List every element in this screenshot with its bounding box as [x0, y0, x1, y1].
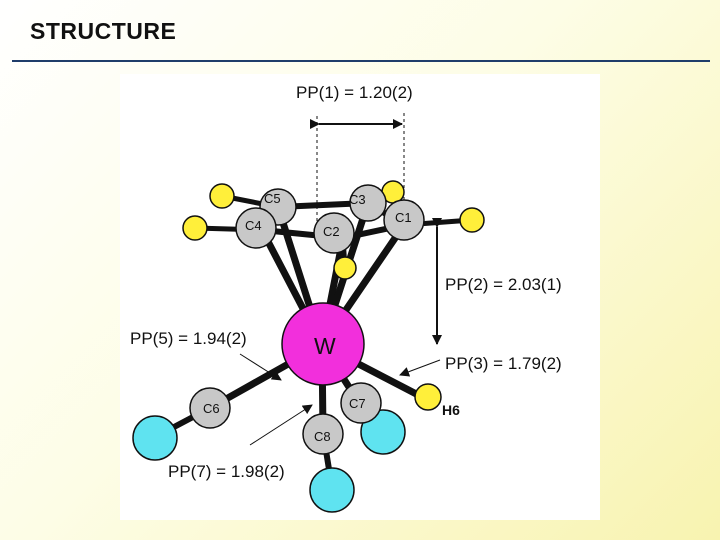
- atom-n-c7: [360, 409, 406, 455]
- annotation-pp5: PP(5) = 1.94(2): [130, 329, 247, 348]
- carbon-atoms: [189, 184, 425, 455]
- label-c2: C2: [323, 224, 340, 239]
- diagram-panel: [120, 74, 600, 520]
- atom-n-c6: [132, 415, 178, 461]
- label-c4: C4: [245, 218, 262, 233]
- title-divider: [12, 60, 710, 62]
- atom-c2: [313, 212, 355, 254]
- atom-c4: [235, 207, 277, 249]
- atom-c7: [340, 382, 382, 424]
- atom-c3: [349, 184, 387, 222]
- annotation-pp1: PP(1) = 1.20(2): [296, 83, 413, 102]
- atom-h-c4: [182, 215, 208, 241]
- label-c5: C5: [264, 191, 281, 206]
- annotation-pp7: PP(7) = 1.98(2): [168, 462, 285, 481]
- atom-h-c5: [209, 183, 235, 209]
- atom-c1: [383, 199, 425, 241]
- atom-c6: [189, 387, 231, 429]
- atom-h6: [414, 383, 442, 411]
- pp7-pointer: [249, 404, 313, 446]
- atom-h-c2: [333, 256, 357, 280]
- label-c1: C1: [395, 210, 412, 225]
- label-c7: C7: [349, 396, 366, 411]
- cyan-atoms: [132, 409, 406, 513]
- pp3-pointer: [399, 359, 441, 377]
- atom-h-c1: [459, 207, 485, 233]
- atom-c8: [302, 413, 344, 455]
- slide-title: STRUCTURE: [30, 18, 177, 44]
- annotation-pp2: PP(2) = 2.03(1): [445, 275, 562, 294]
- hydrogen-atoms: [182, 180, 485, 411]
- label-c3: C3: [349, 192, 366, 207]
- atom-n-c8: [309, 467, 355, 513]
- annotation-pp3: PP(3) = 1.79(2): [445, 354, 562, 373]
- label-c8: C8: [314, 429, 331, 444]
- label-c6: C6: [203, 401, 220, 416]
- atom-w: [281, 302, 365, 386]
- label-h6: H6: [442, 402, 460, 418]
- label-w: W: [314, 333, 336, 359]
